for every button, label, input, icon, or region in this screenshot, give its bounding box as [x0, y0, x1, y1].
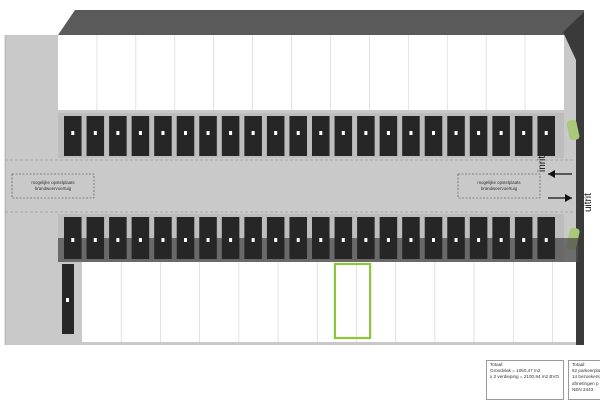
parking-bay-top [492, 116, 510, 156]
parking-bay-top [402, 116, 420, 156]
bay-marker [206, 238, 210, 242]
legend-right-line: 14 bezoekersp [572, 374, 600, 380]
parking-bay-top [64, 116, 82, 156]
bay-marker [409, 238, 413, 242]
bay-marker [184, 238, 187, 242]
fire-zone-left-line2: brandweervoertuig [35, 186, 72, 191]
parking-bay-top [357, 116, 375, 156]
bay-marker [409, 131, 413, 135]
roof-band [58, 10, 584, 35]
fire-zone-right-line2: brandweervoertuig [481, 186, 518, 191]
bay-marker [274, 131, 278, 135]
entrance-label: inrit [537, 156, 548, 172]
entrance-arrow-icon [548, 170, 572, 178]
parking-bay-top [424, 116, 443, 156]
bay-marker [138, 131, 142, 135]
bay-marker [229, 238, 233, 242]
bay-marker [251, 131, 255, 135]
exit-label: uitrit [583, 193, 594, 212]
parking-bay-top [131, 116, 150, 156]
bay-marker [319, 131, 323, 135]
exit-arrow-icon [548, 194, 572, 202]
parking-bay-top [537, 116, 555, 156]
bay-marker [386, 131, 390, 135]
legend-right-line: afmetingen p [572, 380, 599, 386]
legend-right-line: Totaal: [572, 362, 586, 367]
bay-marker [386, 238, 390, 242]
bay-marker [93, 131, 97, 135]
parking-bay-top [221, 116, 240, 156]
parking-bay-top [266, 116, 285, 156]
bay-marker [138, 238, 142, 242]
highlighted-storage-unit [333, 262, 372, 340]
bay-marker [296, 238, 300, 242]
bay-marker [544, 238, 548, 242]
bay-marker [184, 131, 187, 135]
bay-marker [93, 238, 97, 242]
bay-marker [477, 131, 481, 135]
bay-marker [432, 131, 435, 135]
parking-bay-top [514, 116, 533, 156]
bay-marker [319, 238, 323, 242]
bay-marker [499, 131, 503, 135]
parking-bay-top [154, 116, 172, 156]
bay-marker [477, 238, 481, 242]
parking-bay-top [86, 116, 105, 156]
fire-zone-left [11, 173, 95, 199]
bay-marker [499, 238, 503, 242]
parking-bay-top [199, 116, 217, 156]
bay-marker [274, 238, 278, 242]
bay-marker [522, 238, 526, 242]
bay-marker [161, 131, 165, 135]
bay-marker [71, 131, 75, 135]
bay-marker [229, 131, 233, 135]
bay-marker [454, 131, 458, 135]
parking-bay-top [312, 116, 330, 156]
legend-right-line: 62 parkeerplaatsen [572, 368, 600, 374]
lower-storage-area [82, 262, 576, 342]
bay-marker [116, 131, 120, 135]
parking-bay-top [289, 116, 307, 156]
parking-bay-top [447, 116, 465, 156]
bay-marker [251, 238, 255, 242]
bay-marker [116, 238, 120, 242]
bay-marker [432, 238, 435, 242]
legend-area-totals: Totaal: Grondvlak = 1050,47 m2 x 2 verdi… [486, 360, 564, 400]
bay-marker [522, 131, 526, 135]
legend-parking-totals: Totaal: 62 parkeerplaatsen 14 bezoekersp… [568, 360, 600, 400]
fire-zone-right-line1: mogelijke opstelplaats [477, 180, 521, 185]
fire-zone-left-line1: mogelijke opstelplaats [31, 180, 75, 185]
bay-marker [364, 238, 368, 242]
parking-bay-top [469, 116, 488, 156]
bay-marker [454, 238, 458, 242]
right-ramp-wall [563, 12, 584, 345]
fire-zone-right [457, 173, 541, 199]
legend-left-line: Grondvlak = 1050,47 m2 [490, 368, 541, 374]
legend-left-line: x 2 verdieping = 2100,94 m2 BVO [490, 374, 560, 380]
bay-marker [364, 131, 368, 135]
bay-marker [296, 131, 300, 135]
driving-aisle [5, 160, 575, 212]
bay-marker [161, 238, 165, 242]
upper-storage-area [58, 35, 564, 110]
parking-bay-top [244, 116, 262, 156]
parking-bay-top [379, 116, 398, 156]
bay-marker [341, 238, 345, 242]
parking-bay-top [334, 116, 353, 156]
green-strip-upper [566, 119, 580, 141]
legend-right-line: NEN 2443 [572, 386, 594, 392]
parking-bay-top [109, 116, 127, 156]
legend-left-line: Totaal: [490, 362, 504, 367]
bay-marker [341, 131, 345, 135]
bay-marker [544, 131, 548, 135]
parking-bay-top [176, 116, 195, 156]
bay-marker [71, 238, 75, 242]
bay-marker [206, 131, 210, 135]
